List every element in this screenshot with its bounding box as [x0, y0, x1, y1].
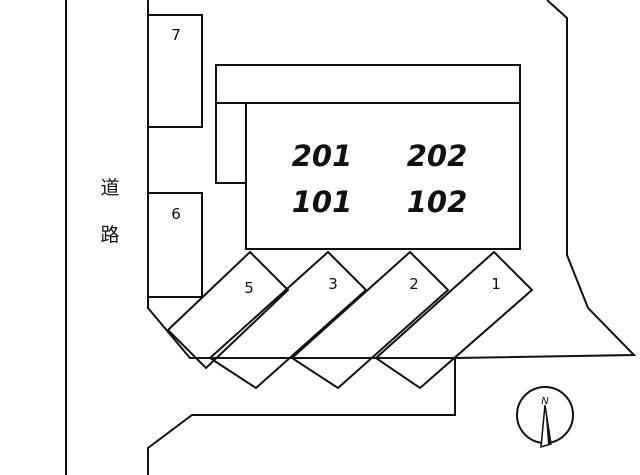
site-boundary-right — [454, 0, 637, 359]
parking-label-6: 6 — [171, 205, 181, 223]
parking-label-2: 2 — [409, 275, 419, 293]
parking-label-1: 1 — [491, 275, 501, 293]
compass-needle-shade — [545, 405, 551, 444]
building-balcony — [215, 64, 521, 104]
north-arrow-icon: N — [516, 386, 574, 449]
compass-north-label: N — [541, 396, 549, 407]
road-label-top: 道 — [100, 177, 119, 199]
parking-space-3 — [208, 250, 368, 390]
building-entrance — [215, 102, 247, 184]
parking-space-7 — [147, 14, 203, 128]
building — [245, 102, 521, 250]
unit-label-201: 201 — [292, 139, 353, 173]
unit-label-202: 202 — [407, 139, 468, 173]
parking-label-3: 3 — [328, 275, 338, 293]
parking-space-1 — [374, 250, 534, 390]
parking-space-2 — [290, 250, 450, 390]
road-label-bottom: 路 — [100, 224, 119, 246]
parking-label-5: 5 — [244, 279, 254, 297]
site-boundary-left — [147, 0, 456, 475]
unit-label-101: 101 — [292, 185, 353, 219]
parking-space-5 — [166, 250, 290, 370]
parking-label-7: 7 — [171, 26, 181, 44]
unit-label-102: 102 — [407, 185, 468, 219]
